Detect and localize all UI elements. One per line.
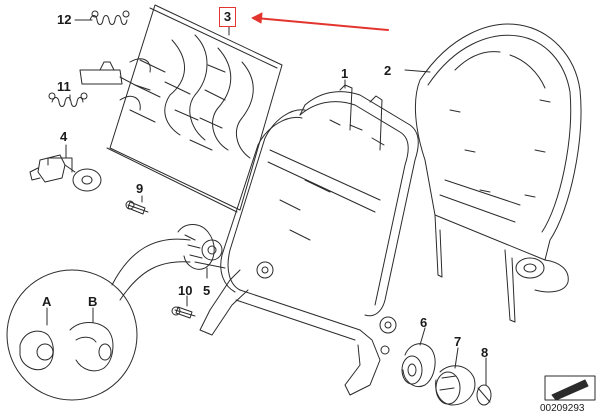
highlighted-callout-3: 3 <box>219 7 236 27</box>
callout-12: 12 <box>57 12 72 27</box>
document-number: 00209293 <box>540 403 585 414</box>
clip <box>476 384 492 406</box>
adjuster-knob <box>177 224 226 270</box>
seat-back-mat <box>106 4 283 213</box>
tension-spring <box>74 10 130 25</box>
callout-1: 1 <box>341 66 349 81</box>
callout-3: 3 <box>223 9 232 24</box>
cap <box>435 365 476 406</box>
callout-a: A <box>42 294 52 309</box>
screw-lower <box>171 306 196 319</box>
callout-5: 5 <box>203 283 211 298</box>
highlight-arrow <box>251 12 389 31</box>
callout-7: 7 <box>454 334 462 349</box>
callout-4: 4 <box>60 129 68 144</box>
cover-disc <box>401 343 436 387</box>
bushing <box>29 154 102 192</box>
leader-lines <box>46 19 487 386</box>
orientation-icon <box>544 375 596 401</box>
seat-back-frame <box>199 84 419 396</box>
callout-10: 10 <box>178 283 193 298</box>
callout-11: 11 <box>57 79 71 94</box>
callout-b: B <box>88 294 98 309</box>
spring-cable-assembly <box>48 61 151 107</box>
detail-zoom <box>6 238 191 401</box>
callout-8: 8 <box>481 345 489 360</box>
callout-6: 6 <box>420 315 428 330</box>
callout-2: 2 <box>384 63 392 78</box>
back-panel <box>414 23 582 323</box>
screw-upper <box>125 200 149 215</box>
callout-9: 9 <box>136 181 144 196</box>
